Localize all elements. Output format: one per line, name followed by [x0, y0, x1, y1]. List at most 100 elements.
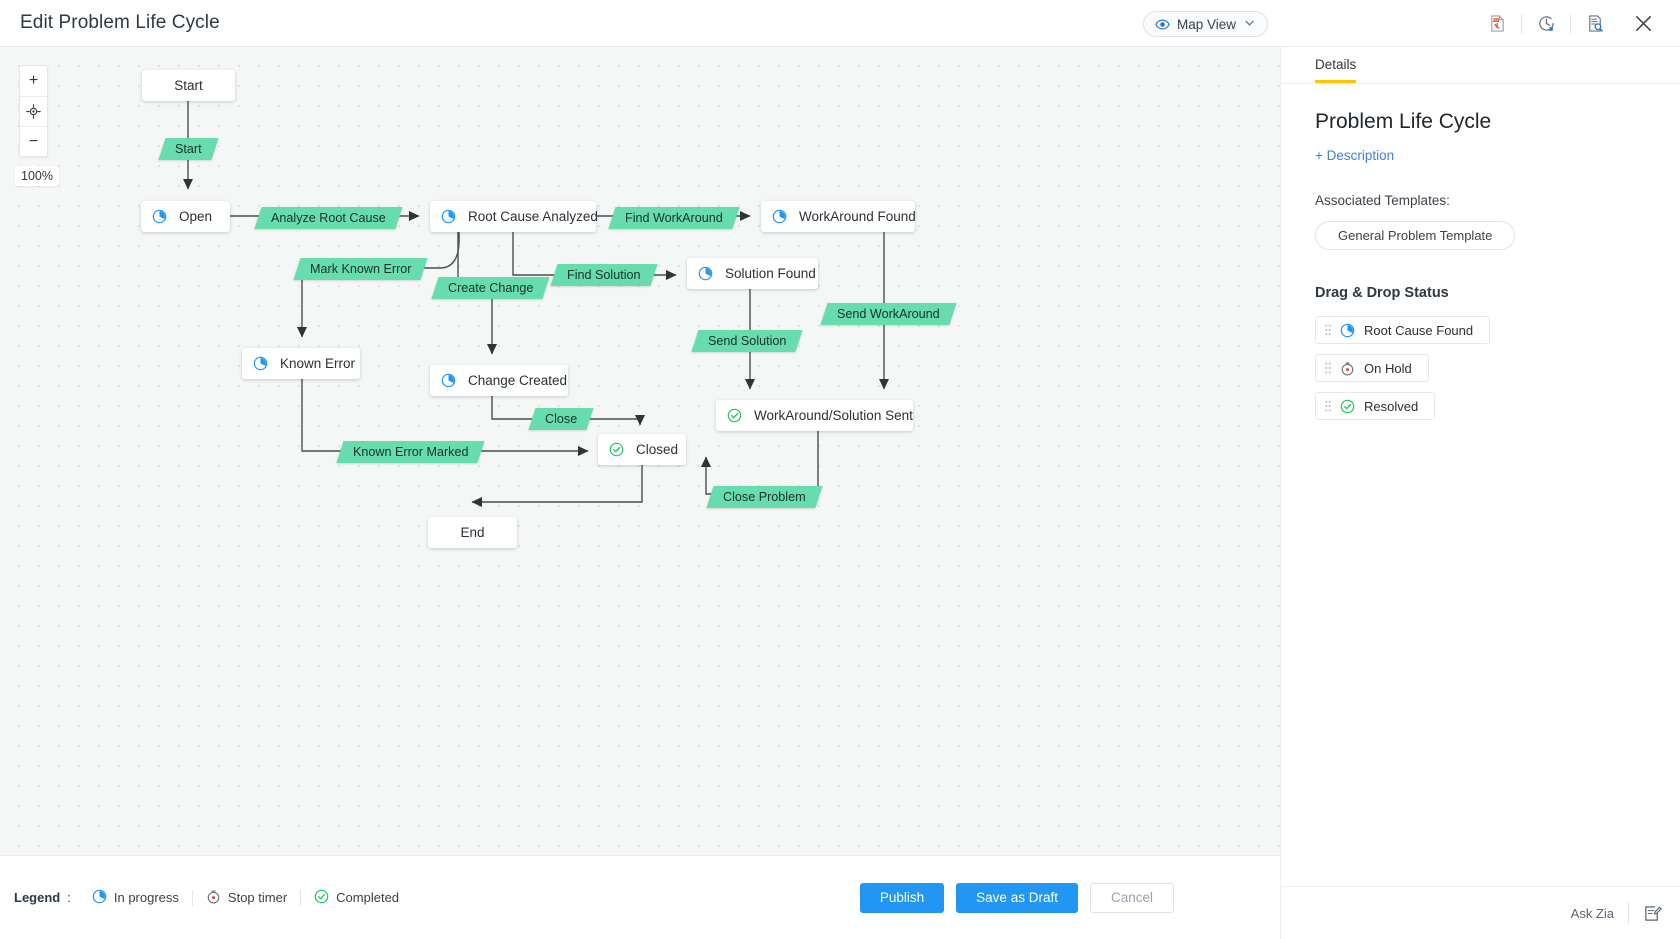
transition-close[interactable]: Close	[528, 408, 594, 430]
transition-send-solution[interactable]: Send Solution	[691, 330, 804, 352]
zoom-in-button[interactable]: +	[28, 72, 39, 89]
footer-bar: Legend : In progress Stop timer	[0, 855, 1280, 939]
legend-label: Stop timer	[227, 890, 288, 905]
compose-icon[interactable]	[1643, 904, 1662, 923]
save-as-draft-button[interactable]: Save as Draft	[956, 882, 1078, 913]
divider	[300, 889, 302, 906]
top-bar-actions: PDF	[1478, 0, 1662, 47]
legend-title: Legend	[14, 890, 61, 905]
panel-title: Problem Life Cycle	[1315, 110, 1492, 133]
in-progress-icon	[441, 373, 456, 388]
transition-close-problem[interactable]: Close Problem	[706, 486, 823, 508]
node-label: Root Cause Analyzed	[468, 209, 598, 224]
status-item-on-hold[interactable]: On Hold	[1315, 354, 1429, 382]
node-solution-found[interactable]: Solution Found	[687, 258, 818, 289]
completed-icon	[727, 408, 742, 423]
completed-icon	[609, 442, 624, 457]
node-closed[interactable]: Closed	[598, 434, 686, 465]
status-label: Root Cause Found	[1364, 322, 1474, 338]
chevron-down-icon	[1245, 19, 1254, 29]
status-label: Resolved	[1364, 398, 1419, 414]
svg-text:PDF: PDF	[1492, 18, 1498, 22]
node-label: Open	[179, 209, 213, 224]
legend-label: Completed	[336, 890, 400, 905]
legend-item-in-progress: In progress	[79, 889, 192, 907]
status-item-root-cause-found[interactable]: Root Cause Found	[1315, 316, 1491, 344]
pdf-export-icon[interactable]: PDF	[1478, 5, 1516, 43]
workflow-canvas[interactable]: + − 100%	[0, 47, 1280, 855]
node-known-error[interactable]: Known Error	[242, 348, 360, 379]
transition-send-workaround[interactable]: Send WorkAround	[820, 303, 957, 325]
node-label: WorkAround/Solution Sent	[754, 408, 913, 423]
details-panel: Details Problem Life Cycle + Description…	[1280, 47, 1680, 939]
node-start[interactable]: Start	[142, 70, 235, 101]
tab-details[interactable]: Details	[1315, 57, 1357, 83]
transition-find-workaround[interactable]: Find WorkAround	[608, 207, 740, 229]
node-workaround-found[interactable]: WorkAround Found	[761, 201, 916, 232]
drag-drop-status-title: Drag & Drop Status	[1315, 285, 1449, 301]
in-progress-icon	[698, 266, 713, 281]
drag-handle-icon[interactable]	[1325, 362, 1331, 374]
zoom-out-button[interactable]: −	[20, 126, 47, 156]
zoom-controls: + −	[19, 65, 48, 157]
divider	[1628, 902, 1629, 924]
ask-zia-label[interactable]: Ask Zia	[1570, 905, 1614, 921]
transition-analyze-root-cause[interactable]: Analyze Root Cause	[254, 207, 403, 229]
transition-find-solution[interactable]: Find Solution	[550, 264, 658, 286]
eye-icon	[1155, 17, 1170, 32]
drag-drop-status-list: Root Cause Found On Hold	[1315, 316, 1646, 420]
node-end[interactable]: End	[428, 517, 517, 548]
in-progress-icon	[253, 356, 268, 371]
publish-button[interactable]: Publish	[859, 882, 945, 913]
stop-timer-icon	[206, 889, 221, 907]
divider	[1570, 13, 1571, 34]
completed-icon	[1340, 399, 1355, 414]
panel-tabs: Details	[1281, 47, 1680, 84]
node-label: Solution Found	[725, 266, 816, 281]
footer-actions: Publish Save as Draft Cancel	[859, 882, 1174, 913]
associated-templates-label: Associated Templates:	[1315, 193, 1450, 208]
page-title: Edit Problem Life Cycle	[20, 12, 220, 33]
legend-item-stop-timer: Stop timer	[193, 889, 300, 907]
transition-create-change[interactable]: Create Change	[431, 277, 550, 299]
node-label: Known Error	[280, 356, 356, 371]
in-progress-icon	[772, 209, 787, 224]
node-label: Start	[174, 78, 203, 93]
transition-mark-known-error[interactable]: Mark Known Error	[293, 258, 429, 280]
node-change-created[interactable]: Change Created	[430, 365, 568, 396]
drag-handle-icon[interactable]	[1325, 324, 1331, 336]
history-clock-icon[interactable]	[1527, 5, 1565, 43]
drag-handle-icon[interactable]	[1325, 400, 1331, 412]
status-label: On Hold	[1364, 360, 1412, 376]
node-label: Closed	[636, 442, 679, 457]
map-view-label: Map View	[1177, 16, 1237, 32]
in-progress-icon	[1340, 323, 1355, 338]
in-progress-icon	[441, 209, 456, 224]
stop-timer-icon	[1340, 361, 1355, 376]
add-description-link[interactable]: + Description	[1315, 148, 1395, 163]
cancel-button[interactable]: Cancel	[1089, 882, 1174, 913]
completed-icon	[314, 889, 329, 907]
in-progress-icon	[92, 889, 107, 907]
panel-body: Problem Life Cycle + Description Associa…	[1281, 84, 1680, 420]
status-item-resolved[interactable]: Resolved	[1315, 392, 1436, 420]
transition-known-error-marked[interactable]: Known Error Marked	[336, 441, 486, 463]
transition-start[interactable]: Start	[158, 138, 219, 160]
divider	[1521, 13, 1522, 34]
node-label: Change Created	[468, 373, 568, 388]
divider	[191, 889, 193, 906]
node-root-cause-analyzed[interactable]: Root Cause Analyzed	[430, 201, 598, 232]
legend-label: In progress	[113, 890, 179, 905]
close-icon[interactable]	[1624, 5, 1662, 43]
in-progress-icon	[152, 209, 167, 224]
template-pill[interactable]: General Problem Template	[1315, 221, 1516, 250]
ask-zia-bar: Ask Zia	[1280, 886, 1680, 939]
recenter-button[interactable]	[20, 96, 47, 126]
map-view-button[interactable]: Map View	[1143, 11, 1269, 37]
node-workaround-solution-sent[interactable]: WorkAround/Solution Sent	[716, 400, 913, 431]
zoom-level-label: 100%	[15, 166, 59, 186]
node-label: WorkAround Found	[799, 209, 916, 224]
document-search-icon[interactable]	[1576, 5, 1614, 43]
node-open[interactable]: Open	[141, 201, 230, 232]
